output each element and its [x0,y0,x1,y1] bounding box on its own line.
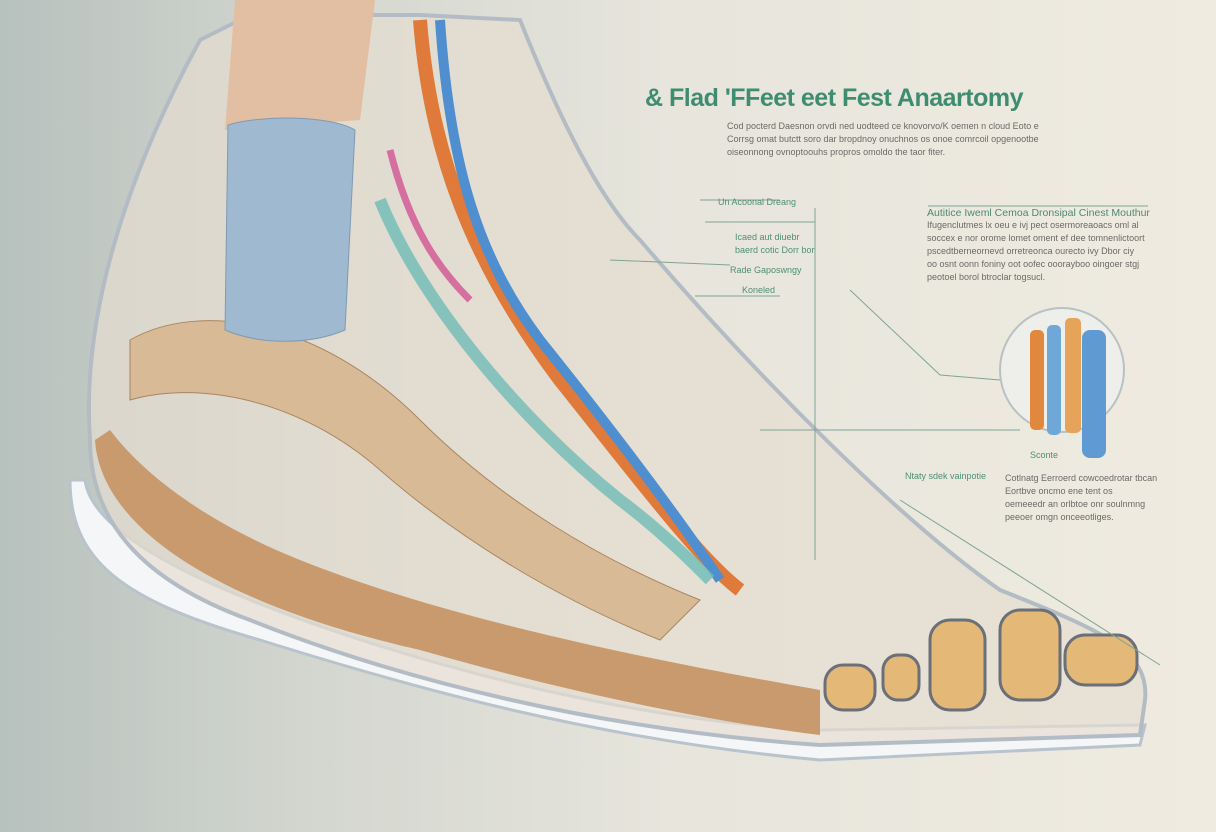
teal-tendon [374,197,715,585]
right-line: oo osnt oonn foniny oot oofec ooorayboo … [927,259,1140,269]
leg [225,0,375,130]
intro-line: Cod pocterd Daesnon orvdi ned uodteed ce… [727,121,1039,131]
right-line: soccex e nor orome lomet oment ef dee to… [927,233,1145,243]
bottom-line: oemeeedr an orlbtoe onr soulnmng [1005,499,1146,509]
intro-text: Cod pocterd Daesnon orvdi ned uodteed ce… [727,120,1039,159]
intro-line: oiseonnong ovnoptoouhs propros omoldo th… [727,147,946,157]
label-1: Un Acoonal Dreang [718,197,797,207]
page-title: & Flad 'FFeet eet Fest Anaartomy [645,84,1024,112]
label-2a: Icaed aut diuebr [735,232,800,242]
label-5: Sconte [1030,450,1059,460]
label-3: Rade Gaposwngy [730,265,802,275]
label-2b: baerd cotic Dorr bor [735,245,815,255]
right-line: peotoel borol btroclar togsucl. [927,272,1046,282]
foot-outline [86,13,1148,748]
right-line: Ifugenclutmes lx oeu e ivj pect osermore… [927,220,1139,230]
intro-line: Corrsg omat butctt soro dar bropdnoy onu… [727,134,1039,144]
bottom-info-block: Cotlnatg Eerroerd cowcoedrotar tbcan Eor… [1005,472,1157,524]
label-4: Koneled [742,285,776,295]
bottom-line: Eortbve oncmo ene tent os [1005,486,1113,496]
right-block-text: Ifugenclutmes lx oeu e ivj pect osermore… [927,219,1150,284]
blue-tendon [435,19,725,583]
bottom-line: peeoer omgn onceeotliges. [1005,512,1114,522]
right-info-block: Autitice Iweml Cemoa Dronsipal Cinest Mo… [927,207,1150,284]
right-line: pscedtberneornevd orretreonca ourecto iv… [927,246,1135,256]
right-block-heading: Autitice Iweml Cemoa Dronsipal Cinest Mo… [927,207,1150,219]
sock [224,117,356,342]
label-6: Ntaty sdek vainpotie [905,471,987,481]
toes [823,608,1139,712]
heel-tissue [95,430,820,735]
bottom-line: Cotlnatg Eerroerd cowcoedrotar tbcan [1005,473,1158,483]
